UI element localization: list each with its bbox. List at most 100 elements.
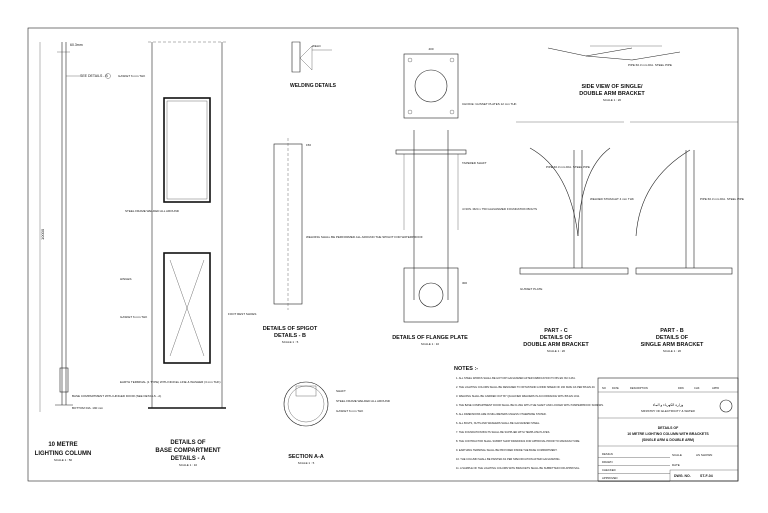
- title-block-row-label: CHECKED: [602, 468, 616, 472]
- section-scale: SCALE 1 : 5: [298, 461, 315, 465]
- tapered-shaft-label: TAPERED SHAFT: [462, 161, 487, 165]
- double-arm-bracket-view: PIPE 60.3 mm DIA. STEEL PIPE WELDED STRA…: [516, 121, 634, 353]
- part-c-base: [519, 267, 629, 275]
- flange-scale: SCALE 1 : 10: [421, 342, 440, 346]
- lower-door-frame: [163, 252, 211, 364]
- dwg-title-1: DETAILS OF: [658, 426, 679, 430]
- bottom-dia-label: BOTTOM DIA. 190 mm: [72, 406, 104, 410]
- flange-width-label: 400: [428, 47, 433, 51]
- steel-frame-label: STEEL FRAME WELDED ALL AROUND: [125, 209, 180, 213]
- section-door-cut: [295, 385, 317, 397]
- dwg-no-label: DWG. NO.: [674, 474, 691, 478]
- title-block-frame: [597, 377, 739, 482]
- bolt-hole-2: [449, 57, 455, 63]
- foundation-bolts-label: 4 NOS. M24 x 750 GALVANIZED FOUNDATION B…: [462, 207, 537, 211]
- side-arm-right: [585, 51, 681, 61]
- section-gasket-label: GASKET 6 mm THK: [336, 409, 363, 413]
- side-pipe-label: PIPE 60.3 mm DIA. STEEL PIPE: [628, 63, 672, 67]
- part-b-title-2: DETAILS OF: [656, 335, 689, 341]
- side-arm-left: [547, 47, 633, 57]
- upper-door-frame: [163, 97, 211, 203]
- earth-terminal-label: EARTH TERMINAL (1 TYPE) WITH NICKEL LINE…: [120, 380, 220, 384]
- column-scale: SCALE 1 : 50: [54, 458, 73, 462]
- part-c-pipe-label: PIPE 60.3 mm DIA. STEEL PIPE: [546, 165, 590, 169]
- side-title-2: DOUBLE ARM BRACKET: [579, 91, 645, 97]
- part-c-arm-right: [577, 147, 611, 237]
- revision-header: DRN: [678, 386, 684, 390]
- spigot-title-1: DETAILS OF SPIGOT: [263, 326, 318, 332]
- part-b-title-1: PART - B: [660, 328, 683, 334]
- section-shaft-label: SHAFT: [336, 389, 346, 393]
- note-item: 1. ALL STEEL WORKS SHALL BE HOT DIP GALV…: [456, 376, 576, 380]
- spigot-title-2: DETAILS - B: [274, 333, 306, 339]
- sheet-border: [27, 27, 739, 482]
- flange-bottom-shaft: [418, 282, 444, 308]
- weld-plate-left: [291, 41, 301, 73]
- base-compartment-view: GASKET 6 mm THK STEEL FRAME WELDED ALL A…: [118, 41, 256, 467]
- part-c-weld-label: WELDED STRAIGHT 4 mm THK: [590, 197, 634, 201]
- section-aa-view: SHAFT STEEL FRAME WELDED ALL AROUND GASK…: [283, 381, 391, 465]
- ministry-ar: وزارة الكهرباء و الماء: [653, 402, 684, 407]
- note-item: 11. A SAMPLE OF THE LIGHTING COLUMN WITH…: [456, 466, 580, 470]
- foot-rest-label: FOOT REST SHOES: [228, 312, 256, 316]
- part-c-title-2: DETAILS OF: [540, 335, 573, 341]
- notes-block: NOTES :- 1. ALL STEEL WORKS SHALL BE HOT…: [454, 366, 604, 470]
- spigot-weld-note: WELDING SHALL BE PERFORMED ALL AROUND TH…: [306, 235, 423, 239]
- note-item: 10. THE COLUMN SHALL BE PAINTED AS PER S…: [456, 457, 561, 461]
- single-arm-bracket-view: PIPE 60.3 mm DIA. STEEL PIPE PART - B DE…: [630, 121, 744, 353]
- part-c-gusset-label: GUSSET PLATE: [520, 287, 542, 291]
- side-view-bracket: PIPE 60.3 mm DIA. STEEL PIPE SIDE VIEW O…: [547, 45, 681, 102]
- revision-header: DESCRIPTION: [630, 386, 648, 390]
- note-item: 9. EARTHING TERMINAL SHALL BE PROVIDED I…: [456, 448, 558, 452]
- notes-list: 1. ALL STEEL WORKS SHALL BE HOT DIP GALV…: [456, 376, 604, 470]
- column-base-compartment: [59, 367, 69, 393]
- revision-header: DATE: [612, 386, 619, 390]
- side-scale: SCALE 1 : 20: [603, 98, 622, 102]
- flange-gusset-note: CHOICE: GUSSET PLATES 12 mm THK: [462, 102, 517, 106]
- notes-title: NOTES :-: [454, 366, 478, 372]
- detail-b-callout: [105, 73, 111, 79]
- part-b-arm: [635, 149, 691, 237]
- part-c-arm-left: [529, 147, 579, 237]
- gasket-label: GASKET 6 mm THK: [120, 315, 147, 319]
- part-b-title-3: SINGLE ARM BRACKET: [641, 342, 704, 348]
- title-block-row-label: DESIGN: [602, 452, 613, 456]
- welding-details-view: WELD WELDING DETAILS: [290, 41, 337, 89]
- base-compartment-label: BASE COMPARTMENT WITH HINGED DOOR (SEE D…: [72, 394, 161, 398]
- scale-label: SCALE: [672, 453, 682, 457]
- note-item: 5. ALL DIMENSIONS ARE IN MILLIMETERS UNL…: [456, 412, 547, 416]
- title-block-row-label: DRAWN: [602, 460, 612, 464]
- spigot-scale: SCALE 1 : 5: [282, 340, 299, 344]
- top-dia-label: 60.3mm: [70, 43, 83, 47]
- see-details-b-label: SEE DETAILS - B: [80, 74, 108, 78]
- welding-title: WELDING DETAILS: [290, 83, 337, 89]
- weld-label: WELD: [312, 44, 322, 48]
- part-b-pipe-label: PIPE 60.3 mm DIA. STEEL PIPE: [700, 197, 744, 201]
- part-c-title-3: DOUBLE ARM BRACKET: [523, 342, 589, 348]
- base-title-1: DETAILS OF: [170, 440, 206, 446]
- flange-bottom-plate: [403, 267, 459, 323]
- revision-header: CHK: [694, 386, 700, 390]
- upper-door-inner: [166, 100, 208, 200]
- section-frame-label: STEEL FRAME WELDED ALL AROUND: [336, 399, 391, 403]
- flange-title: DETAILS OF FLANGE PLATE: [392, 335, 468, 341]
- dwg-title-3: (SINGLE ARM & DOUBLE ARM): [642, 438, 694, 442]
- lighting-column-view: 10000 60.3mm SEE DETAILS - B BASE COMPAR…: [35, 42, 161, 462]
- lower-door-cross: [169, 259, 205, 357]
- column-height-label: 10000: [40, 228, 45, 240]
- part-b-base: [635, 267, 733, 275]
- base-title-2: BASE COMPARTMENT: [155, 448, 221, 454]
- dwg-no-box: [669, 469, 739, 482]
- flange-plan-plate: [403, 53, 459, 119]
- column-title-2: LIGHTING COLUMN: [35, 451, 92, 457]
- dwg-no-value: ST-F-04: [700, 474, 713, 478]
- note-item: 4. THE BASE COMPARTMENT DOOR SHALL BE FL…: [456, 403, 604, 407]
- weld-bead: [299, 45, 313, 71]
- ministry-en: MINISTRY OF ELECTRICITY & WATER: [641, 409, 696, 413]
- bolt-pcd-label: 300: [462, 281, 467, 285]
- hinges-label: HINGES: [120, 277, 132, 281]
